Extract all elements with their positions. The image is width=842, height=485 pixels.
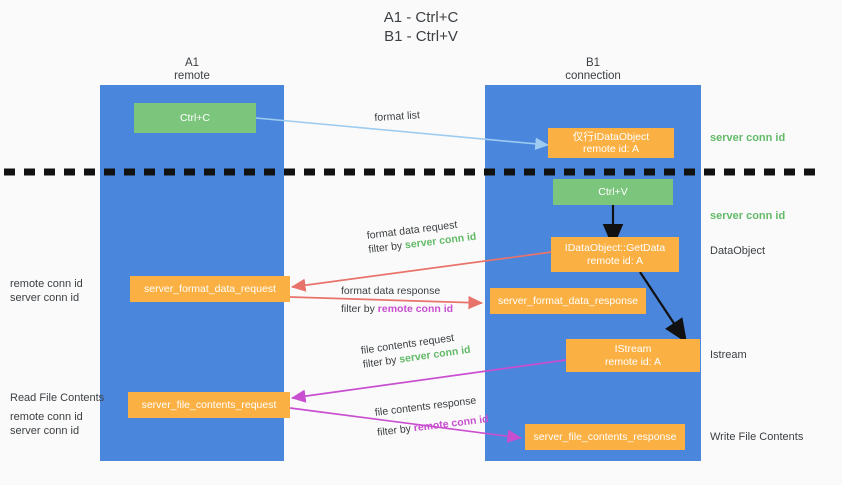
node-server-file-contents-response[interactable]: server_file_contents_response [525,424,685,450]
annotation-conn-ids-upper: remote conn id server conn id [10,278,83,305]
node-ctrl-c-label: Ctrl+C [179,111,211,124]
node-istream-line1: IStream [614,343,652,355]
column-header-b1: B1 connection [485,57,701,83]
edge-label-file-contents-request: file contents request filter by server c… [360,329,471,372]
column-header-a1-role: remote [174,70,210,82]
filter-prefix: filter by [376,422,415,439]
node-idataobject-getdata[interactable]: IDataObject::GetData remote id: A [551,237,679,272]
edge-label-format-data-request: format data request filter by server con… [366,216,477,257]
node-server-file-contents-request-label: server_file_contents_request [141,398,277,411]
annotation-istream: Istream [710,349,747,361]
column-header-a1: A1 remote [100,57,284,83]
annotation-remote-conn-id-lower: remote conn id [10,411,83,423]
filter-target-remote-conn-id: remote conn id [377,303,454,315]
column-header-a1-name: A1 [184,57,200,69]
edge-label-format-data-response: format data response filter by remote co… [341,284,453,316]
filter-prefix: filter by [341,303,378,315]
edge-label-format-data-response-filter: filter by remote conn id [341,302,453,316]
column-header-b1-name: B1 [585,57,601,69]
node-ctrl-v-label: Ctrl+V [598,185,628,198]
annotation-remote-conn-id-upper: remote conn id [10,278,83,290]
annotation-server-conn-id-lower: server conn id [10,424,80,437]
annotation-write-file-contents: Write File Contents [710,431,804,443]
edge-label-format-list: format list [374,108,420,125]
node-idataobject-line2: remote id: A [582,143,640,155]
node-server-format-data-response-label: server_format_data_response [497,294,639,307]
column-header-b1-role: connection [565,70,621,82]
annotation-server-conn-id-top: server conn id [710,132,786,144]
node-istream[interactable]: IStream remote id: A [566,339,700,372]
filter-prefix: filter by [362,353,401,371]
annotation-dataobject: DataObject [710,245,766,257]
annotation-read-file-contents: Read File Contents [10,392,105,404]
filter-prefix: filter by [367,239,406,256]
node-ctrl-c[interactable]: Ctrl+C [134,103,256,133]
annotation-server-conn-id-mid: server conn id [710,210,786,222]
node-getdata-line1: IDataObject::GetData [564,242,666,254]
annotation-conn-ids-lower: remote conn id server conn id [10,411,83,438]
node-server-file-contents-request[interactable]: server_file_contents_request [128,392,290,418]
node-server-format-data-request-label: server_format_data_request [144,282,276,295]
annotation-server-conn-id-upper: server conn id [10,291,80,304]
diagram-title: A1 - Ctrl+C B1 - Ctrl+V [383,9,459,45]
edge-label-format-list-text: format list [374,109,421,124]
node-idataobject-line1: 仅行IDataObject [572,130,650,143]
edge-label-file-contents-response: file contents response filter by remote … [374,392,489,439]
node-server-format-data-request[interactable]: server_format_data_request [130,276,290,302]
edge-label-format-data-response-line1: format data response [341,285,441,297]
node-istream-line2: remote id: A [604,355,662,368]
node-server-format-data-response[interactable]: server_format_data_response [490,288,646,314]
node-ctrl-v[interactable]: Ctrl+V [553,179,673,205]
filter-target-remote-conn-id: remote conn id [413,413,490,435]
node-idataobject[interactable]: 仅行IDataObject remote id: A [548,128,674,158]
node-server-file-contents-response-label: server_file_contents_response [533,430,677,443]
node-getdata-line2: remote id: A [586,254,644,267]
